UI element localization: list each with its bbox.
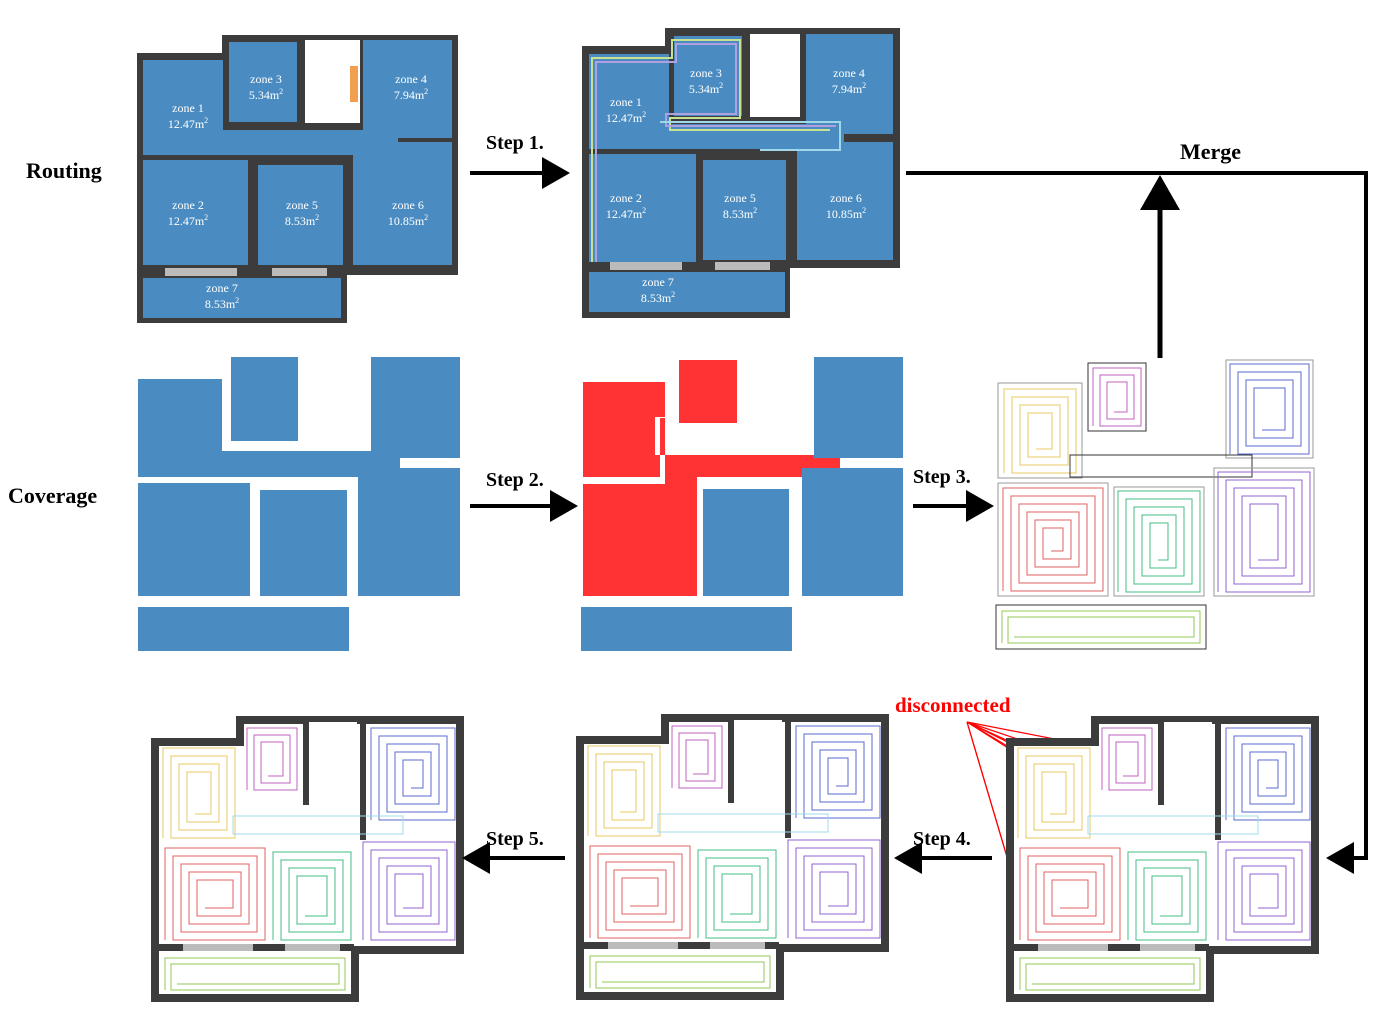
svg-text:7.94m2: 7.94m2	[394, 87, 428, 102]
zone-4-label: zone 4	[395, 72, 427, 86]
svg-text:8.53m2: 8.53m2	[641, 290, 675, 305]
zone-5-value: 8.53m	[285, 214, 316, 228]
floor-plan-original: zone 1 12.47m2 zone 3 5.34m2 zone 4 7.94…	[137, 35, 458, 323]
merge-label: Merge	[1180, 139, 1241, 164]
zone-1-label: zone 1	[172, 101, 204, 115]
zone-2-value: 12.47m	[168, 214, 205, 228]
zone-1-value: 12.47m	[168, 117, 205, 131]
zone-3-value: 5.34m	[249, 88, 280, 102]
floor-plan-routed: zone 1 12.47m2 zone 3 5.34m2 zone 4 7.94…	[582, 28, 900, 318]
final-floor-plan	[576, 714, 889, 1000]
routing-row-label: Routing	[26, 158, 102, 183]
zone-4-value: 7.94m	[394, 88, 425, 102]
svg-text:5.34m2: 5.34m2	[689, 81, 723, 96]
final-floor-plan	[1006, 716, 1319, 1002]
zone-5-area	[258, 165, 343, 265]
zone-5-label: zone 5	[286, 198, 318, 212]
svg-text:10.85m2: 10.85m2	[826, 206, 866, 221]
svg-text:12.47m2: 12.47m2	[168, 213, 208, 228]
coverage-row-label: Coverage	[8, 483, 97, 508]
svg-text:zone 6: zone 6	[830, 191, 862, 205]
zone-3-label: zone 3	[250, 72, 282, 86]
final-plans	[151, 714, 1319, 1002]
zone-7-area	[143, 278, 341, 318]
svg-text:12.47m2: 12.47m2	[168, 116, 208, 131]
disconnected-annotation: disconnected	[895, 693, 1011, 717]
svg-text:7.94m2: 7.94m2	[832, 81, 866, 96]
zone-7-value: 8.53m	[205, 297, 236, 311]
merge-connector	[906, 171, 1368, 874]
svg-text:12.47m2: 12.47m2	[606, 206, 646, 221]
svg-text:12.47m2: 12.47m2	[606, 110, 646, 125]
zone-2-area	[143, 160, 248, 265]
svg-text:zone 5: zone 5	[724, 191, 756, 205]
svg-text:zone 2: zone 2	[610, 191, 642, 205]
coverage-blocks	[138, 357, 460, 651]
step2-label: Step 2.	[486, 469, 544, 491]
svg-text:zone 1: zone 1	[610, 95, 642, 109]
svg-text:10.85m2: 10.85m2	[388, 213, 428, 228]
zone-6-area	[353, 142, 452, 265]
svg-text:zone 7: zone 7	[642, 275, 674, 289]
svg-text:5.34m2: 5.34m2	[249, 87, 283, 102]
zone-3-area	[229, 42, 297, 122]
step1-label: Step 1.	[486, 132, 544, 154]
zone-6-value: 10.85m	[388, 214, 425, 228]
svg-text:8.53m2: 8.53m2	[723, 206, 757, 221]
step3-label: Step 3.	[913, 466, 971, 488]
zone-7-label: zone 7	[206, 281, 238, 295]
zone-4-area	[363, 40, 452, 138]
final-floor-plan	[151, 716, 464, 1002]
merged-coverage	[581, 357, 903, 651]
coil-layout	[995, 359, 1315, 650]
zone-2-label: zone 2	[172, 198, 204, 212]
svg-text:8.53m2: 8.53m2	[285, 213, 319, 228]
svg-text:zone 3: zone 3	[690, 66, 722, 80]
zone-6-label: zone 6	[392, 198, 424, 212]
svg-text:8.53m2: 8.53m2	[205, 296, 239, 311]
step5-label: Step 5.	[486, 828, 544, 850]
svg-text:zone 4: zone 4	[833, 66, 865, 80]
step4-label: Step 4.	[913, 828, 971, 850]
